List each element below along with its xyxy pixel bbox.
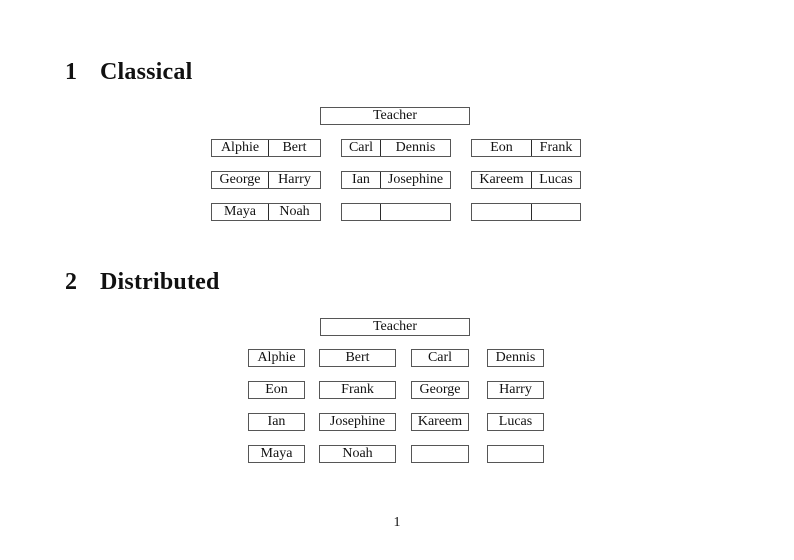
desk: Bert	[319, 349, 396, 367]
seat: George	[212, 172, 269, 188]
page-number: 1	[393, 515, 401, 530]
desk: Frank	[319, 381, 396, 399]
seat: Maya	[212, 204, 269, 220]
seat: Kareem	[472, 172, 532, 188]
empty-seat	[472, 204, 532, 220]
empty-seat	[381, 204, 450, 220]
desk	[341, 203, 451, 221]
seat: Ian	[342, 172, 381, 188]
section-title: Classical	[100, 59, 193, 85]
seat: Eon	[472, 140, 532, 156]
section-number: 2	[65, 269, 78, 295]
desk: Josephine	[319, 413, 396, 431]
seat: Lucas	[539, 172, 573, 187]
desk: Eon	[248, 381, 305, 399]
empty-desk	[487, 445, 544, 463]
empty-seat	[342, 204, 381, 220]
empty-desk	[411, 445, 469, 463]
desk	[471, 203, 581, 221]
section-heading-classical: 1 Classical	[65, 60, 192, 84]
seat: Frank	[539, 140, 573, 155]
desk: Alphie	[248, 349, 305, 367]
teacher-box: Teacher	[320, 318, 470, 336]
desk: George	[411, 381, 469, 399]
desk: Lucas	[487, 413, 544, 431]
desk: Harry	[487, 381, 544, 399]
desk: George Harry	[211, 171, 321, 189]
desk: Kareem Lucas	[471, 171, 581, 189]
desk: Ian Josephine	[341, 171, 451, 189]
seat: Bert	[282, 140, 307, 155]
seat: Noah	[279, 204, 310, 219]
desk: Maya Noah	[211, 203, 321, 221]
desk: Alphie Bert	[211, 139, 321, 157]
desk: Eon Frank	[471, 139, 581, 157]
seat: Harry	[278, 172, 311, 187]
desk: Kareem	[411, 413, 469, 431]
desk: Carl	[411, 349, 469, 367]
section-title: Distributed	[100, 269, 220, 295]
desk: Carl Dennis	[341, 139, 451, 157]
seat: Alphie	[212, 140, 269, 156]
desk: Maya	[248, 445, 305, 463]
seat: Carl	[342, 140, 381, 156]
desk: Noah	[319, 445, 396, 463]
desk: Dennis	[487, 349, 544, 367]
section-number: 1	[65, 59, 78, 85]
desk: Ian	[248, 413, 305, 431]
seat: Dennis	[395, 140, 436, 155]
empty-seat	[532, 204, 580, 220]
seat: Josephine	[387, 172, 444, 187]
section-heading-distributed: 2 Distributed	[65, 270, 220, 294]
teacher-box: Teacher	[320, 107, 470, 125]
